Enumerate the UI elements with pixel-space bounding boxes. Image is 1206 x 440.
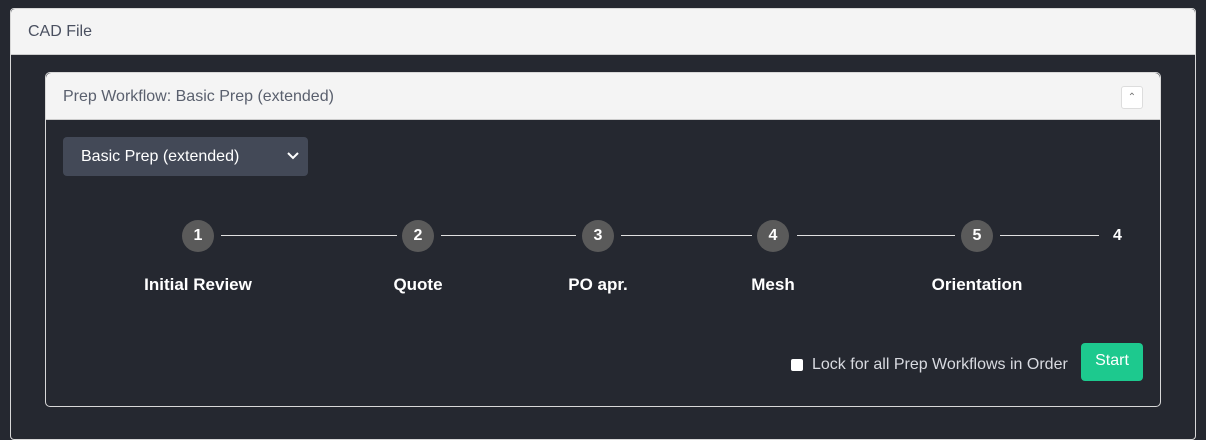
card-title: CAD File <box>11 9 1195 55</box>
step-4-label: Mesh <box>751 275 795 294</box>
start-button[interactable]: Start <box>1081 343 1143 381</box>
step-2-circle[interactable]: 2 <box>402 220 434 252</box>
workflow-select[interactable]: Basic Prep (extended) <box>63 137 308 176</box>
step-5-label: Orientation <box>931 275 1023 294</box>
step-1-label: Initial Review <box>144 275 252 294</box>
step-connector <box>221 235 397 236</box>
step-3-label: PO apr. <box>568 275 628 294</box>
step-connector <box>441 235 576 236</box>
step-connector <box>797 235 955 236</box>
lock-checkbox-label[interactable]: Lock for all Prep Workflows in Order <box>812 356 1068 373</box>
step-end-number: 4 <box>1113 227 1122 244</box>
chevron-down-icon <box>287 152 299 160</box>
prep-workflow-panel: Prep Workflow: Basic Prep (extended) ⌃ <box>45 72 1161 407</box>
step-1-circle[interactable]: 1 <box>182 220 214 252</box>
step-3-circle[interactable]: 3 <box>582 220 614 252</box>
panel-header: Prep Workflow: Basic Prep (extended) ⌃ <box>46 73 1160 120</box>
step-4-circle[interactable]: 4 <box>757 220 789 252</box>
step-2-label: Quote <box>393 275 443 294</box>
collapse-button[interactable]: ⌃ <box>1121 86 1143 109</box>
lock-checkbox[interactable] <box>791 359 803 371</box>
chevron-up-icon: ⌃ <box>1127 92 1137 103</box>
step-5-circle[interactable]: 5 <box>961 220 993 252</box>
step-connector <box>621 235 752 236</box>
workflow-select-value: Basic Prep (extended) <box>81 148 240 165</box>
step-connector <box>1000 235 1099 236</box>
panel-title: Prep Workflow: Basic Prep (extended) <box>63 88 334 105</box>
